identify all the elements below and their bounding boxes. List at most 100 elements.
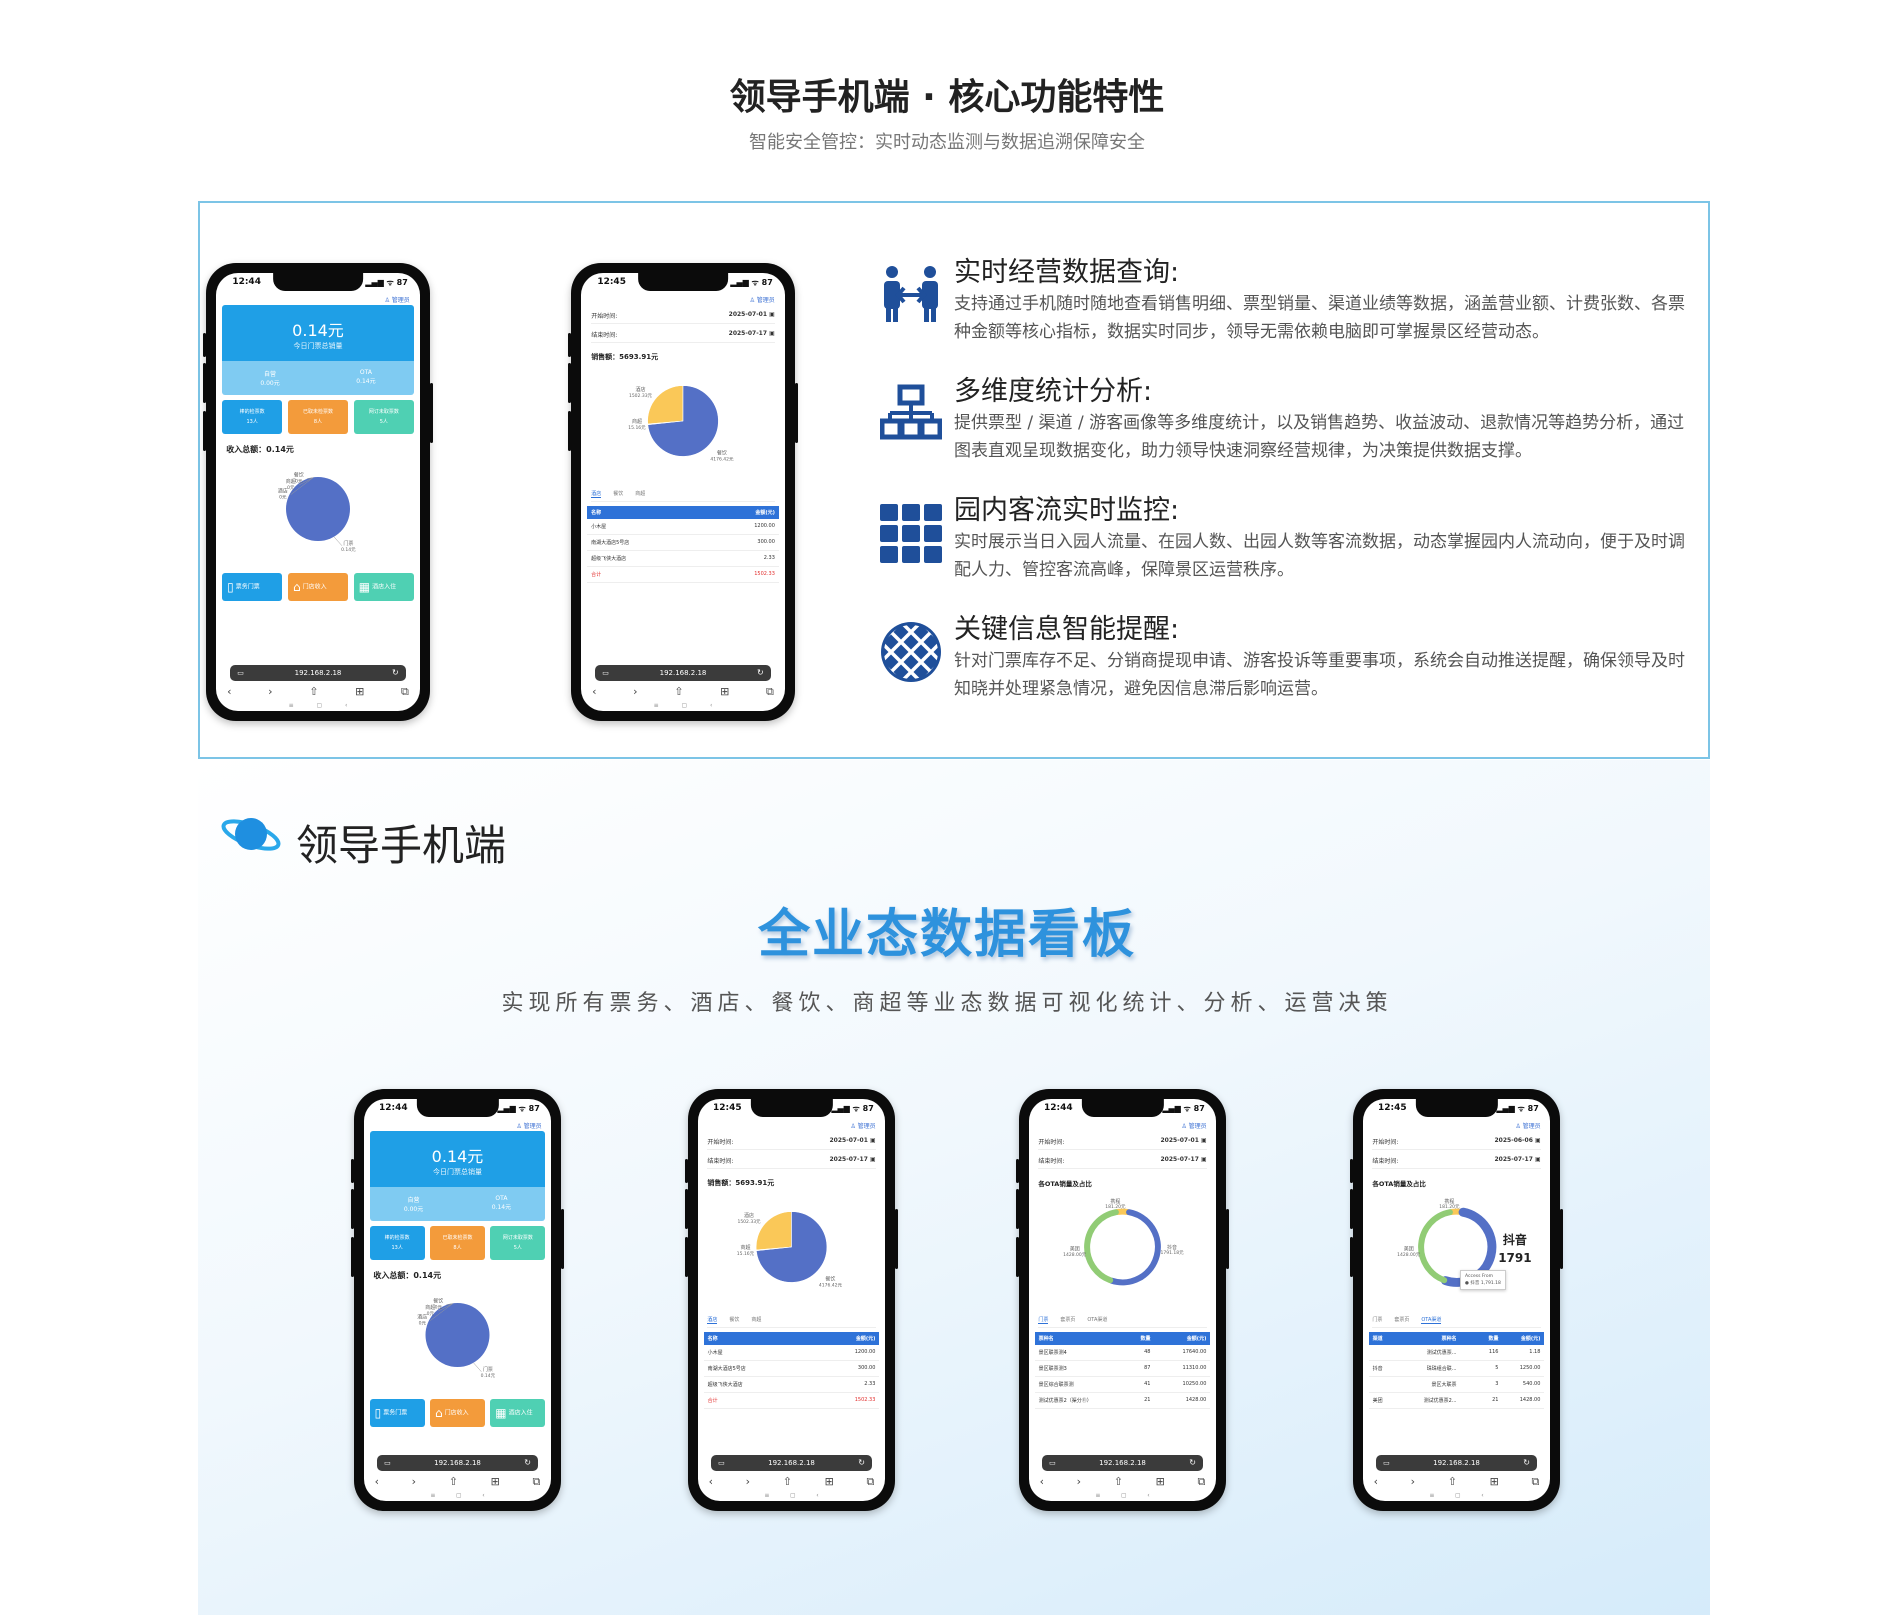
menu-icon[interactable]: ≡	[1429, 1492, 1435, 1499]
home-icon[interactable]: ▢	[1454, 1492, 1461, 1499]
tabs-icon[interactable]: ⧉	[765, 685, 774, 698]
forward-icon[interactable]: ›	[268, 685, 273, 698]
menu-icon[interactable]: ≡	[1095, 1492, 1101, 1499]
start-date-row[interactable]: 开始时间:2025-07-01 ▣	[591, 308, 775, 324]
back-nav-icon[interactable]: ‹	[1481, 1492, 1484, 1499]
account-label[interactable]: ♙ 管理员	[385, 295, 410, 304]
home-icon[interactable]: ▢	[789, 1492, 796, 1499]
forward-icon[interactable]: ›	[633, 685, 638, 698]
tab-item[interactable]: 门票	[1038, 1317, 1049, 1324]
tab-item[interactable]: 餐饮	[613, 491, 624, 497]
tabs-icon[interactable]: ⧉	[400, 685, 409, 698]
start-date-row[interactable]: 开始时间:2025-07-01 ▣	[707, 1134, 876, 1150]
reload-icon[interactable]: ↻	[1523, 1458, 1530, 1467]
back-icon[interactable]: ‹	[592, 685, 597, 698]
forward-icon[interactable]: ›	[745, 1475, 751, 1488]
bookmarks-icon[interactable]: ⊞	[490, 1475, 500, 1488]
tabs-icon[interactable]: ⧉	[1531, 1475, 1540, 1488]
store-link-button[interactable]: ⌂门店收入	[429, 1399, 486, 1427]
account-label[interactable]: ♙ 管理员	[1181, 1121, 1206, 1130]
forward-icon[interactable]: ›	[1410, 1475, 1416, 1488]
account-label[interactable]: ♙ 管理员	[1515, 1121, 1540, 1130]
ticket-link-button[interactable]: ▯票务门票	[369, 1399, 425, 1427]
forward-icon[interactable]: ›	[1076, 1475, 1082, 1488]
home-icon[interactable]: ▢	[1120, 1492, 1127, 1499]
url-bar[interactable]: ▭192.168.2.18↻	[377, 1455, 538, 1471]
bookmarks-icon[interactable]: ⊞	[1155, 1475, 1165, 1488]
bookmarks-icon[interactable]: ⊞	[1489, 1475, 1499, 1488]
bookmarks-icon[interactable]: ⊞	[355, 685, 365, 698]
tab-item[interactable]: 门票	[1372, 1317, 1383, 1323]
end-date-row[interactable]: 结束时间:2025-07-17 ▣	[591, 327, 775, 343]
tab-item[interactable]: 酒店	[707, 1317, 718, 1324]
account-label[interactable]: ♙ 管理员	[750, 295, 775, 304]
tab-item[interactable]: 商超	[751, 1317, 762, 1323]
reload-icon[interactable]: ↻	[858, 1458, 865, 1467]
share-icon[interactable]: ⇧	[309, 685, 319, 698]
share-icon[interactable]: ⇧	[448, 1475, 458, 1488]
back-icon[interactable]: ‹	[374, 1475, 380, 1488]
reload-icon[interactable]: ↻	[524, 1458, 531, 1467]
back-nav-icon[interactable]: ‹	[1147, 1492, 1150, 1499]
tab-item[interactable]: 酒店	[591, 491, 602, 498]
home-icon[interactable]: ▢	[681, 702, 688, 709]
start-date-row[interactable]: 开始时间:2025-06-06 ▣	[1372, 1134, 1541, 1150]
tab-item[interactable]: OTA渠道	[1087, 1317, 1108, 1323]
menu-icon[interactable]: ≡	[653, 702, 659, 709]
tab-item[interactable]: OTA渠道	[1421, 1317, 1442, 1324]
menu-icon[interactable]: ≡	[430, 1492, 436, 1499]
back-icon[interactable]: ‹	[227, 685, 232, 698]
back-nav-icon[interactable]: ‹	[709, 702, 713, 709]
reload-icon[interactable]: ↻	[392, 668, 399, 677]
hotel-link-button[interactable]: ▦酒店入住	[490, 1399, 546, 1427]
back-icon[interactable]: ‹	[1039, 1475, 1045, 1488]
store-link-button[interactable]: ⌂门店收入	[287, 573, 349, 601]
tabs-icon[interactable]: ⧉	[532, 1475, 541, 1488]
url-bar[interactable]: ▭192.168.2.18↻	[711, 1455, 872, 1471]
end-date-row[interactable]: 结束时间:2025-07-17 ▣	[707, 1153, 876, 1169]
back-icon[interactable]: ‹	[1373, 1475, 1379, 1488]
share-icon[interactable]: ⇧	[674, 685, 684, 698]
reload-icon[interactable]: ↻	[757, 668, 764, 677]
reload-icon[interactable]: ↻	[1189, 1458, 1196, 1467]
bookmarks-icon[interactable]: ⊞	[824, 1475, 834, 1488]
tab-item[interactable]: 套票页	[1394, 1317, 1410, 1323]
bookmarks-icon[interactable]: ⊞	[720, 685, 730, 698]
account-label[interactable]: ♙ 管理员	[850, 1121, 875, 1130]
tab-item[interactable]: 套票页	[1060, 1317, 1076, 1323]
hotel-link-button[interactable]: ▦酒店入住	[353, 573, 414, 601]
tabs-icon[interactable]: ⧉	[866, 1475, 875, 1488]
back-nav-icon[interactable]: ‹	[816, 1492, 819, 1499]
url-bar[interactable]: ▭192.168.2.18↻	[1376, 1455, 1537, 1471]
menu-icon[interactable]: ≡	[288, 702, 294, 709]
back-nav-icon[interactable]: ‹	[344, 702, 348, 709]
start-date-row[interactable]: 开始时间:2025-07-01 ▣	[1038, 1134, 1207, 1150]
tabs-icon[interactable]: ⧉	[1197, 1475, 1206, 1488]
end-date-row[interactable]: 结束时间:2025-07-17 ▣	[1038, 1153, 1207, 1169]
tab-item[interactable]: 餐饮	[729, 1317, 740, 1323]
home-icon[interactable]: ▢	[455, 1492, 462, 1499]
back-nav-icon[interactable]: ‹	[482, 1492, 485, 1499]
share-icon[interactable]: ⇧	[1113, 1475, 1123, 1488]
tab-item[interactable]: 商超	[635, 491, 646, 497]
